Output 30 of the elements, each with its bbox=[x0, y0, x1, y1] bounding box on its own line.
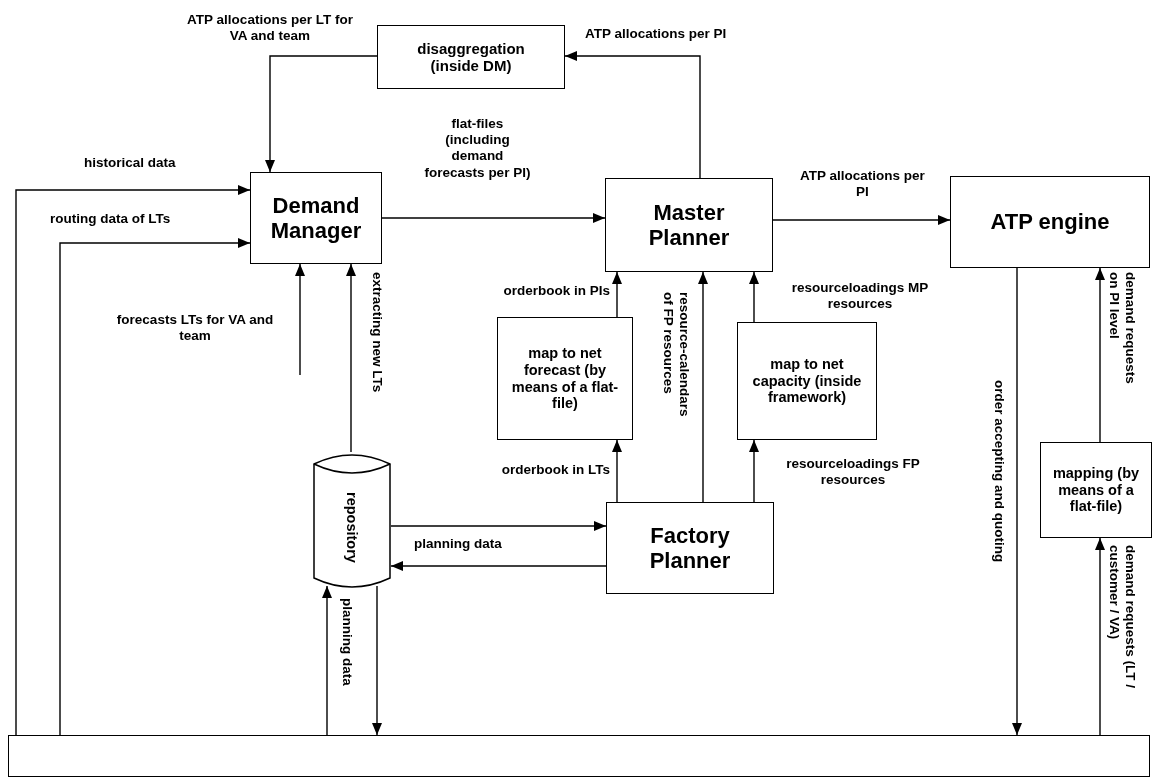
arrow bbox=[390, 561, 607, 571]
process-box: map to net forecast (by means of a flat-file) bbox=[497, 317, 633, 440]
arrow bbox=[372, 585, 382, 736]
arrow bbox=[749, 271, 759, 323]
arrow bbox=[59, 238, 251, 736]
process-box: mapping (by means of a flat-file) bbox=[1040, 442, 1152, 538]
process-box: Demand Manager bbox=[250, 172, 382, 264]
arrow bbox=[265, 55, 378, 173]
arrow bbox=[15, 185, 251, 736]
arrow bbox=[564, 51, 701, 179]
system-bar bbox=[8, 735, 1150, 777]
arrow bbox=[381, 213, 606, 223]
arrow bbox=[295, 263, 305, 376]
arrow bbox=[612, 439, 622, 503]
arrow bbox=[390, 521, 607, 531]
arrow bbox=[1012, 267, 1022, 736]
process-box: ATP engine bbox=[950, 176, 1150, 268]
process-box: Factory Planner bbox=[606, 502, 774, 594]
arrow bbox=[1095, 537, 1105, 736]
arrow bbox=[1095, 267, 1105, 443]
process-box: disaggregation (inside DM) bbox=[377, 25, 565, 89]
arrow bbox=[749, 439, 759, 503]
database-cylinder: repository bbox=[313, 452, 391, 590]
process-box: map to net capacity (inside framework) bbox=[737, 322, 877, 440]
arrow bbox=[346, 263, 356, 453]
arrow bbox=[772, 215, 951, 225]
arrow bbox=[612, 271, 622, 318]
arrow bbox=[322, 585, 332, 736]
arrow bbox=[698, 271, 708, 503]
process-box: Master Planner bbox=[605, 178, 773, 272]
